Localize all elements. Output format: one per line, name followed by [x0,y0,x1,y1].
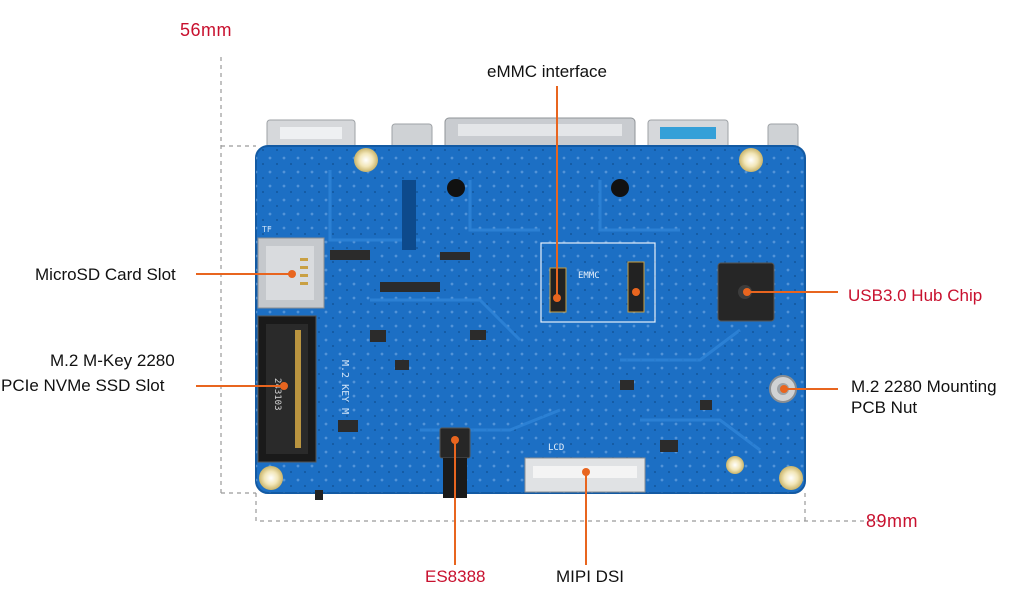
label-mounting-nut-line2: PCB Nut [851,398,918,417]
emmc-connector-right [627,261,645,313]
mounting-hole [739,148,763,172]
dimension-length: 89mm [866,511,919,531]
callout-dot [280,382,288,390]
callout-dot [553,294,561,302]
top-connectors [266,117,799,153]
silk-tf: TF [262,225,272,234]
silk-lcd: LCD [548,443,564,453]
m2-slot [257,315,317,463]
dimension-width: 56mm [180,20,233,40]
dimension-line-length [255,493,880,522]
label-usb-hub-chip: USB3.0 Hub Chip [848,286,983,305]
callout-dot [288,270,296,278]
callout-dot [582,468,590,476]
mounting-hole [779,466,803,490]
smd-components [330,250,712,452]
label-microsd-slot: MicroSD Card Slot [35,265,176,284]
label-m2-line2: PCIe NVMe SSD Slot [1,376,165,395]
callout-dot [451,436,459,444]
silk-emmc: EMMC [578,271,600,281]
label-mipi-dsi: MIPI DSI [556,567,625,586]
callout-dot [780,385,788,393]
mounting-hole [726,456,744,474]
emmc-area-outline [540,242,656,323]
label-mounting-nut-line1: M.2 2280 Mounting [851,377,997,396]
label-m2-line1: M.2 M-Key 2280 [50,351,175,370]
silk-m2-key: M.2 KEY M [339,360,350,414]
label-emmc-interface: eMMC interface [487,62,607,81]
callout-dot [743,288,751,296]
label-es8388: ES8388 [425,567,486,586]
pin-header [402,180,416,250]
mounting-hole [259,466,283,490]
mounting-hole [354,148,378,172]
callout-dot [632,288,640,296]
silk-ssd-code: 243103 [272,378,282,411]
